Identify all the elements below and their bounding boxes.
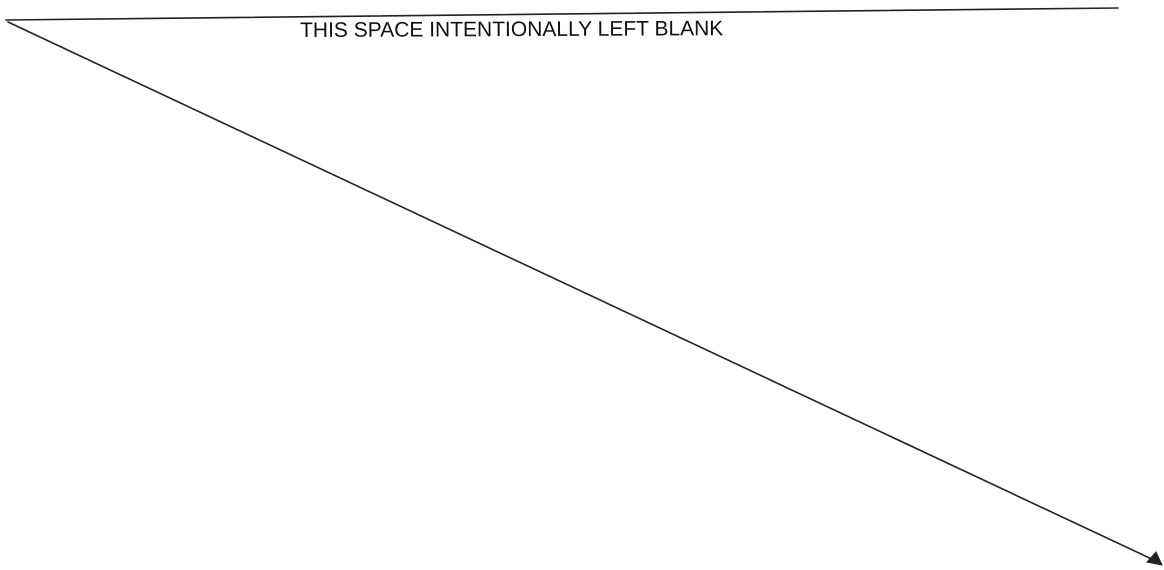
arrowhead-icon	[1146, 551, 1163, 566]
strike-top-line	[5, 7, 1119, 21]
strike-diagonal-line	[7, 21, 1159, 563]
